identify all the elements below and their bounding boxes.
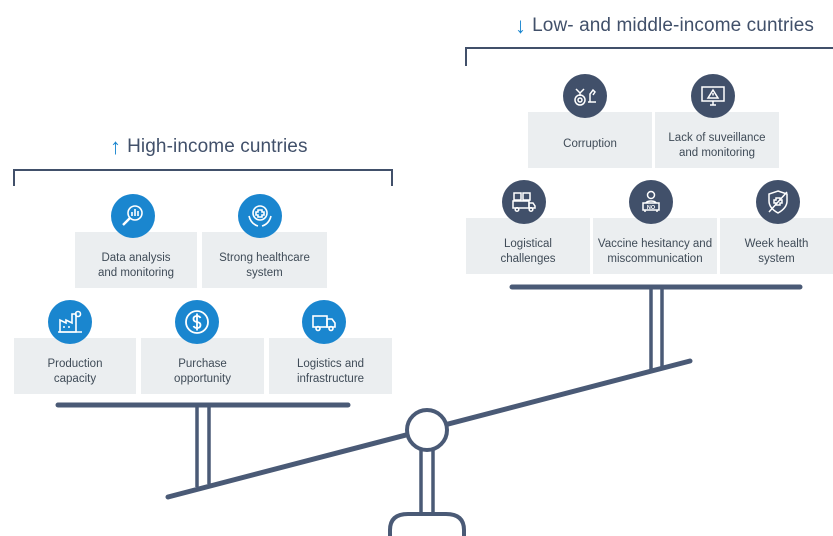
truck-icon — [302, 300, 346, 344]
factor-healthcare-system: Strong healthcare system — [202, 232, 327, 288]
arrow-up-icon: ↑ — [110, 134, 122, 159]
data-analysis-icon — [111, 194, 155, 238]
high-income-bracket — [13, 169, 393, 186]
no-sign-person-icon: NO — [629, 180, 673, 224]
factor-label: Purchase — [178, 358, 227, 370]
arrow-down-icon: ↓ — [515, 13, 527, 38]
supply-truck-icon — [502, 180, 546, 224]
factor-label: Data analysis — [101, 252, 171, 264]
pivot — [405, 408, 449, 452]
high-income-heading: ↑ High-income cuntries — [110, 136, 308, 158]
stand-base — [388, 512, 466, 536]
svg-text:NO: NO — [647, 205, 656, 211]
low-income-heading: ↓ Low- and middle-income cuntries — [515, 15, 814, 37]
factor-label: miscommunication — [607, 253, 703, 265]
factor-label: Corruption — [563, 137, 617, 150]
factor-label: and monitoring — [97, 267, 175, 279]
factor-label: capacity — [53, 373, 97, 385]
factory-icon — [48, 300, 92, 344]
factor-production-capacity: Production capacity — [14, 338, 136, 394]
low-income-bracket — [465, 47, 833, 66]
factor-label: opportunity — [174, 373, 231, 385]
factor-label: Lack of suveillance — [668, 132, 766, 144]
factor-vaccine-hesitancy: Vaccine hesitancy and miscommunication — [593, 218, 717, 274]
factor-weak-health-system: Week health system — [720, 218, 833, 274]
factor-label: Production — [47, 358, 103, 370]
crossed-shield-icon — [756, 180, 800, 224]
factor-lack-of-surveillance: Lack of suveillance and monitoring — [655, 112, 779, 168]
factor-label: Vaccine hesitancy and — [597, 238, 713, 250]
factor-logistical-challenges: Logistical challenges — [466, 218, 590, 274]
healthcare-hands-icon — [238, 194, 282, 238]
low-income-title: Low- and middle-income cuntries — [532, 15, 815, 36]
factor-corruption: Corruption — [528, 112, 652, 168]
factor-label: infrastructure — [296, 373, 365, 385]
factor-label: and monitoring — [678, 147, 756, 159]
factor-data-analysis: Data analysis and monitoring — [75, 232, 197, 288]
factor-label: Week health — [744, 238, 809, 250]
corruption-icon — [563, 74, 607, 118]
warning-monitor-icon — [691, 74, 735, 118]
factor-label: system — [246, 267, 283, 279]
factor-label: challenges — [500, 253, 556, 265]
high-income-title: High-income cuntries — [127, 136, 308, 157]
factor-purchase-opportunity: Purchase opportunity — [141, 338, 264, 394]
factor-label: Logistical — [504, 238, 552, 250]
factor-logistics-infrastructure: Logistics and infrastructure — [269, 338, 392, 394]
dollar-icon — [175, 300, 219, 344]
factor-label: Strong healthcare — [219, 252, 310, 264]
factor-label: Logistics and — [296, 358, 365, 370]
factor-label: system — [758, 253, 795, 265]
